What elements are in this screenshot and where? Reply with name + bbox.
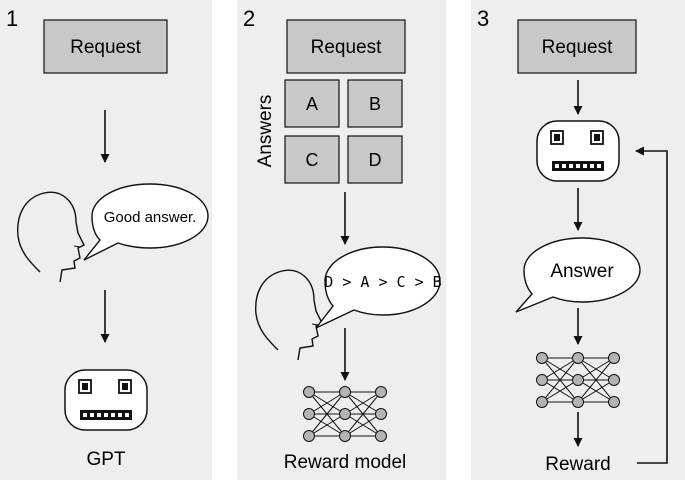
answers-label: Answers	[255, 95, 276, 168]
robot-icon	[64, 369, 148, 431]
panel-3-request-box: Request	[517, 19, 637, 74]
panel-2-request-box: Request	[286, 19, 406, 74]
answer-box-c: C	[284, 135, 340, 184]
panel-3: 3 Request Answer	[471, 0, 685, 480]
speech-bubble-icon: Answer	[515, 237, 641, 313]
panel-2-request-label: Request	[311, 37, 382, 58]
answer-a-label: A	[306, 94, 318, 114]
panel-1-bubble-text: Good answer.	[104, 209, 197, 226]
ranking-text: D > A > C > B	[324, 273, 441, 291]
panel-3-request-label: Request	[542, 37, 613, 58]
panel-1-model-label: GPT	[86, 449, 125, 470]
speech-bubble-icon: Good answer.	[83, 183, 209, 261]
panel-2: 2 Request Answers A B C D D	[237, 0, 446, 480]
answer-box-b: B	[347, 79, 403, 128]
panel-1-number: 1	[6, 6, 18, 31]
feedback-loop-arrow	[635, 146, 668, 464]
answer-d-label: D	[369, 150, 382, 170]
robot-icon	[536, 120, 620, 182]
answer-b-label: B	[369, 94, 381, 114]
panel-3-number: 3	[477, 6, 489, 31]
panel-3-model-label: Reward	[545, 454, 610, 475]
panel-2-number: 2	[243, 6, 255, 31]
human-head-icon	[17, 191, 85, 283]
answer-c-label: C	[306, 150, 319, 170]
answer-box-a: A	[284, 79, 340, 128]
speech-bubble-icon: D > A > C > B	[315, 246, 442, 329]
panel-1-request-label: Request	[70, 37, 141, 58]
human-head-icon	[255, 269, 323, 361]
panel-3-bubble-text: Answer	[550, 261, 614, 282]
answer-box-d: D	[347, 135, 403, 184]
panel-2-model-label: Reward model	[284, 452, 407, 473]
neural-network-icon	[303, 386, 387, 442]
panel-1-request-box: Request	[43, 19, 168, 74]
neural-network-icon	[536, 352, 620, 408]
panel-1: 1 Request Good answer.	[0, 0, 212, 480]
